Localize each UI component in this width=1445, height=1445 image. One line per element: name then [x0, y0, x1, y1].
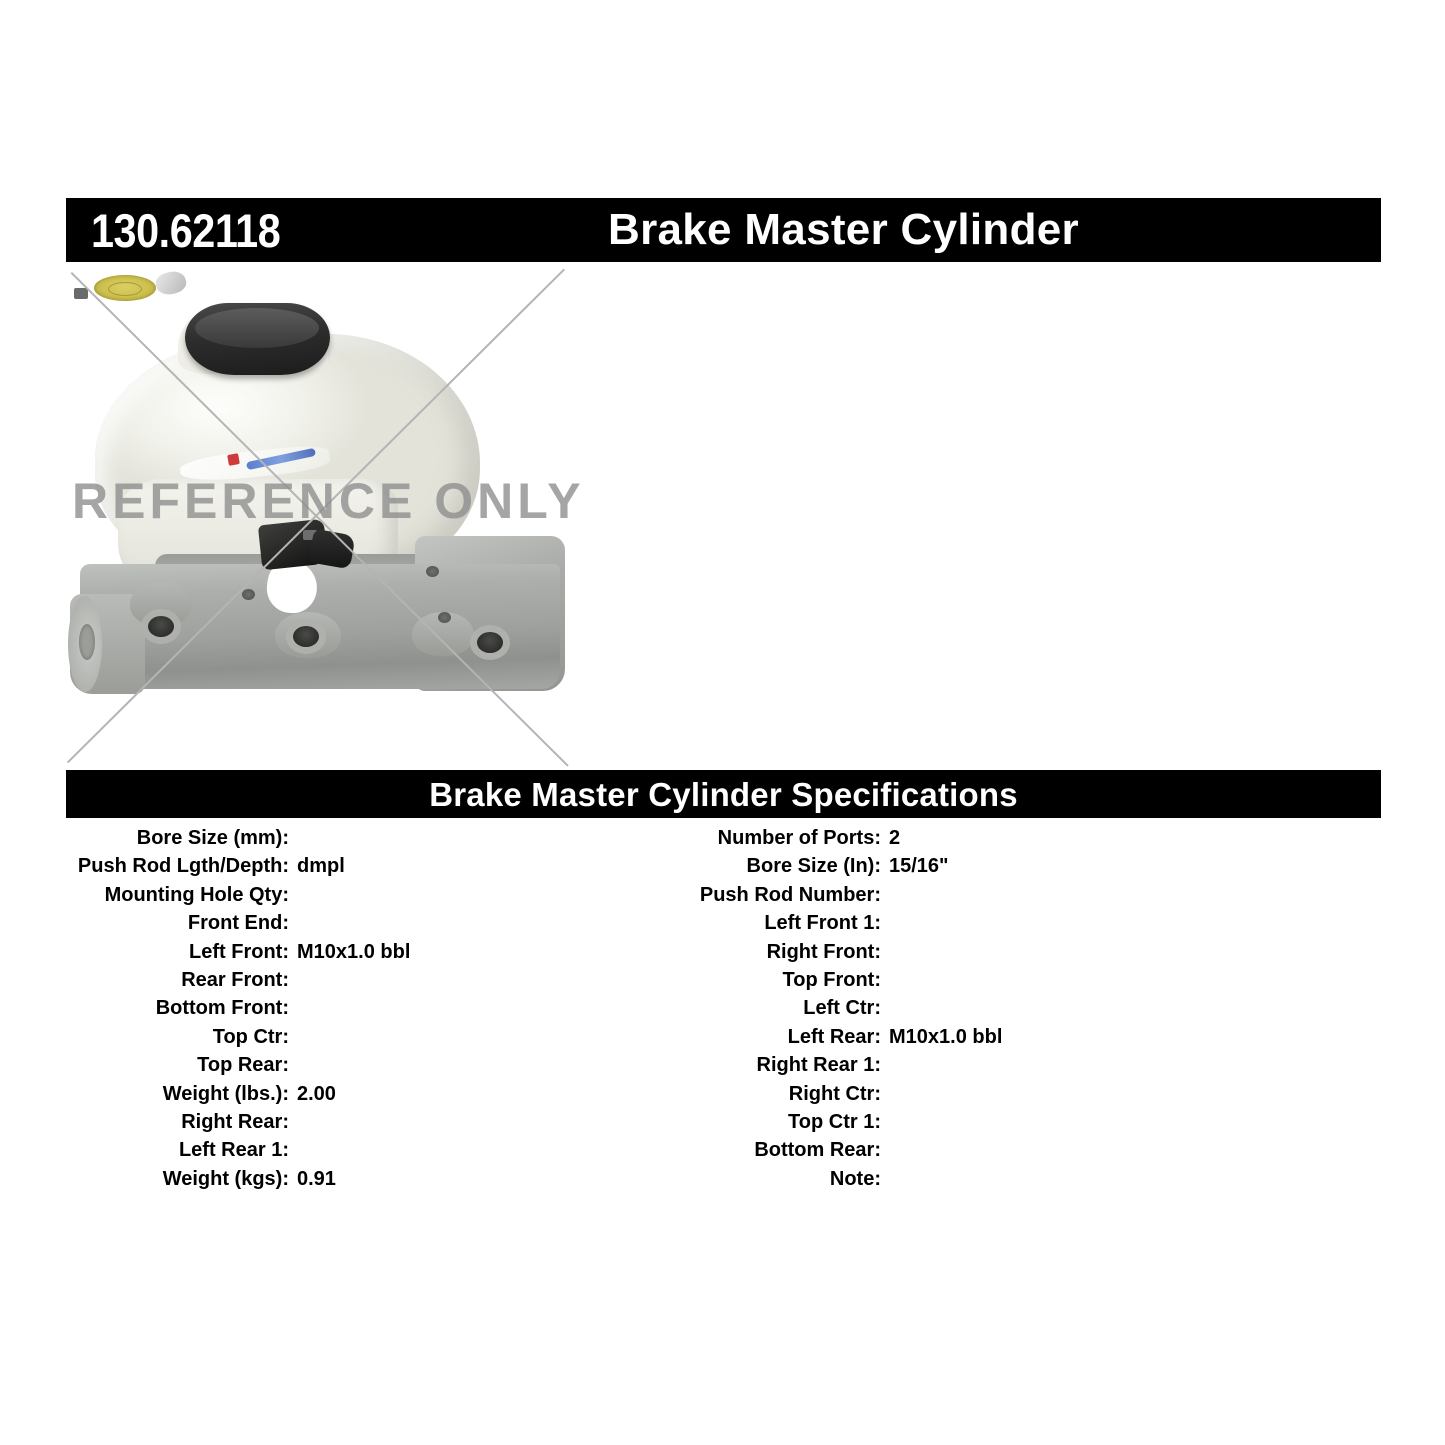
spec-label: Note:: [829, 1167, 881, 1190]
spec-row: Bore Size (mm):: [0, 824, 410, 852]
spec-label: Bottom Front:: [155, 997, 289, 1020]
product-header-bar: 130.62118 Brake Master Cylinder: [66, 198, 1381, 262]
spec-row: Rear Front:: [0, 966, 410, 994]
port-hole-center: [293, 626, 319, 647]
product-image: [60, 264, 580, 764]
spec-label: Push Rod Lgth/Depth:: [77, 855, 289, 878]
part-number: 130.62118: [91, 203, 281, 257]
reference-only-watermark: REFERENCE ONLY: [72, 473, 585, 529]
spec-value: 2: [889, 827, 901, 849]
spec-row: Note:: [592, 1165, 1002, 1193]
bolt-hole-lower-right: [438, 612, 451, 623]
reservoir-cap-metal-clip: [153, 268, 189, 298]
spec-value: 2.00: [297, 1082, 336, 1105]
spec-value: 0.91: [297, 1167, 336, 1190]
spec-label: Left Rear:: [787, 1025, 881, 1048]
port-hole-left: [148, 616, 174, 637]
spec-label: Left Rear 1:: [178, 1139, 289, 1162]
spec-label: Bottom Rear:: [754, 1139, 881, 1162]
specifications-header-bar: Brake Master Cylinder Specifications: [66, 770, 1381, 818]
spec-row: Top Front:: [592, 966, 1002, 994]
spec-row: Left Rear: M10x1.0 bbl: [592, 1023, 1003, 1051]
spec-value: dmpl: [297, 855, 345, 878]
spec-label: Number of Ports:: [717, 827, 881, 849]
spec-row: Right Rear 1:: [592, 1051, 1002, 1079]
spec-row: Right Ctr:: [592, 1080, 1002, 1108]
spec-row: Push Rod Number:: [592, 881, 1002, 909]
spec-label: Top Rear:: [197, 1054, 289, 1077]
spec-label: Top Ctr:: [212, 1025, 289, 1048]
spec-label: Bore Size (In):: [746, 855, 881, 878]
reservoir-cap: [185, 303, 330, 375]
reservoir-sticker-red-mark: [227, 453, 240, 466]
bolt-hole-upper-left: [242, 589, 255, 600]
spec-label: Left Ctr:: [803, 997, 881, 1020]
spec-row: Front End:: [0, 909, 410, 937]
spec-label: Weight (lbs.):: [162, 1082, 289, 1105]
spec-label: Weight (kgs):: [162, 1167, 289, 1190]
spec-row: Weight (kgs): 0.91: [0, 1165, 410, 1193]
spec-row: Top Rear:: [0, 1051, 410, 1079]
spec-label: Left Front 1:: [764, 912, 881, 935]
bolt-hole-upper-right: [426, 566, 439, 577]
spec-label: Right Ctr:: [788, 1082, 881, 1105]
spec-label: Right Rear:: [181, 1110, 289, 1133]
reservoir-cap-inner-ring: [108, 282, 142, 296]
spec-row: Left Front 1:: [592, 909, 1002, 937]
spec-label: Right Front:: [766, 940, 881, 963]
spec-label: Push Rod Number:: [699, 883, 881, 906]
spec-label: Left Front:: [189, 940, 289, 963]
spec-value: M10x1.0 bbl: [297, 940, 411, 963]
spec-row: Bottom Front:: [0, 994, 410, 1022]
spec-label: Right Rear 1:: [756, 1054, 881, 1077]
spec-row: Left Front: M10x1.0 bbl: [0, 938, 410, 966]
sensor-terminal-pin: [303, 530, 317, 540]
spec-row: Right Front:: [592, 938, 1002, 966]
spec-row: Top Ctr:: [0, 1023, 410, 1051]
spec-label: Front End:: [187, 912, 289, 935]
spec-row: Left Rear 1:: [0, 1136, 410, 1164]
reservoir-cap-tab: [74, 288, 88, 299]
spec-label: Rear Front:: [181, 968, 289, 991]
spec-row: Left Ctr:: [592, 994, 1002, 1022]
spec-label: Top Front:: [782, 968, 881, 991]
spec-row: Bottom Rear:: [592, 1136, 1002, 1164]
page-title: Brake Master Cylinder: [608, 205, 1079, 254]
spec-row: Top Ctr 1:: [592, 1108, 1002, 1136]
spec-value: 15/16": [889, 855, 949, 878]
spec-row: Right Rear:: [0, 1108, 410, 1136]
port-hole-right: [477, 632, 503, 653]
spec-label: Mounting Hole Qty:: [104, 883, 289, 906]
spec-row: Number of Ports: 2: [592, 824, 1002, 852]
reservoir-cap-top: [195, 308, 319, 348]
spec-row: Push Rod Lgth/Depth: dmpl: [0, 852, 410, 880]
specifications-title: Brake Master Cylinder Specifications: [429, 775, 1018, 813]
spec-row: Mounting Hole Qty:: [0, 881, 410, 909]
spec-row: Bore Size (In): 15/16": [592, 852, 1002, 880]
spec-row: Weight (lbs.): 2.00: [0, 1080, 410, 1108]
spec-value: M10x1.0 bbl: [889, 1025, 1003, 1048]
cylinder-bore-opening: [79, 624, 95, 660]
spec-label: Top Ctr 1:: [788, 1110, 881, 1133]
spec-label: Bore Size (mm):: [136, 827, 289, 849]
